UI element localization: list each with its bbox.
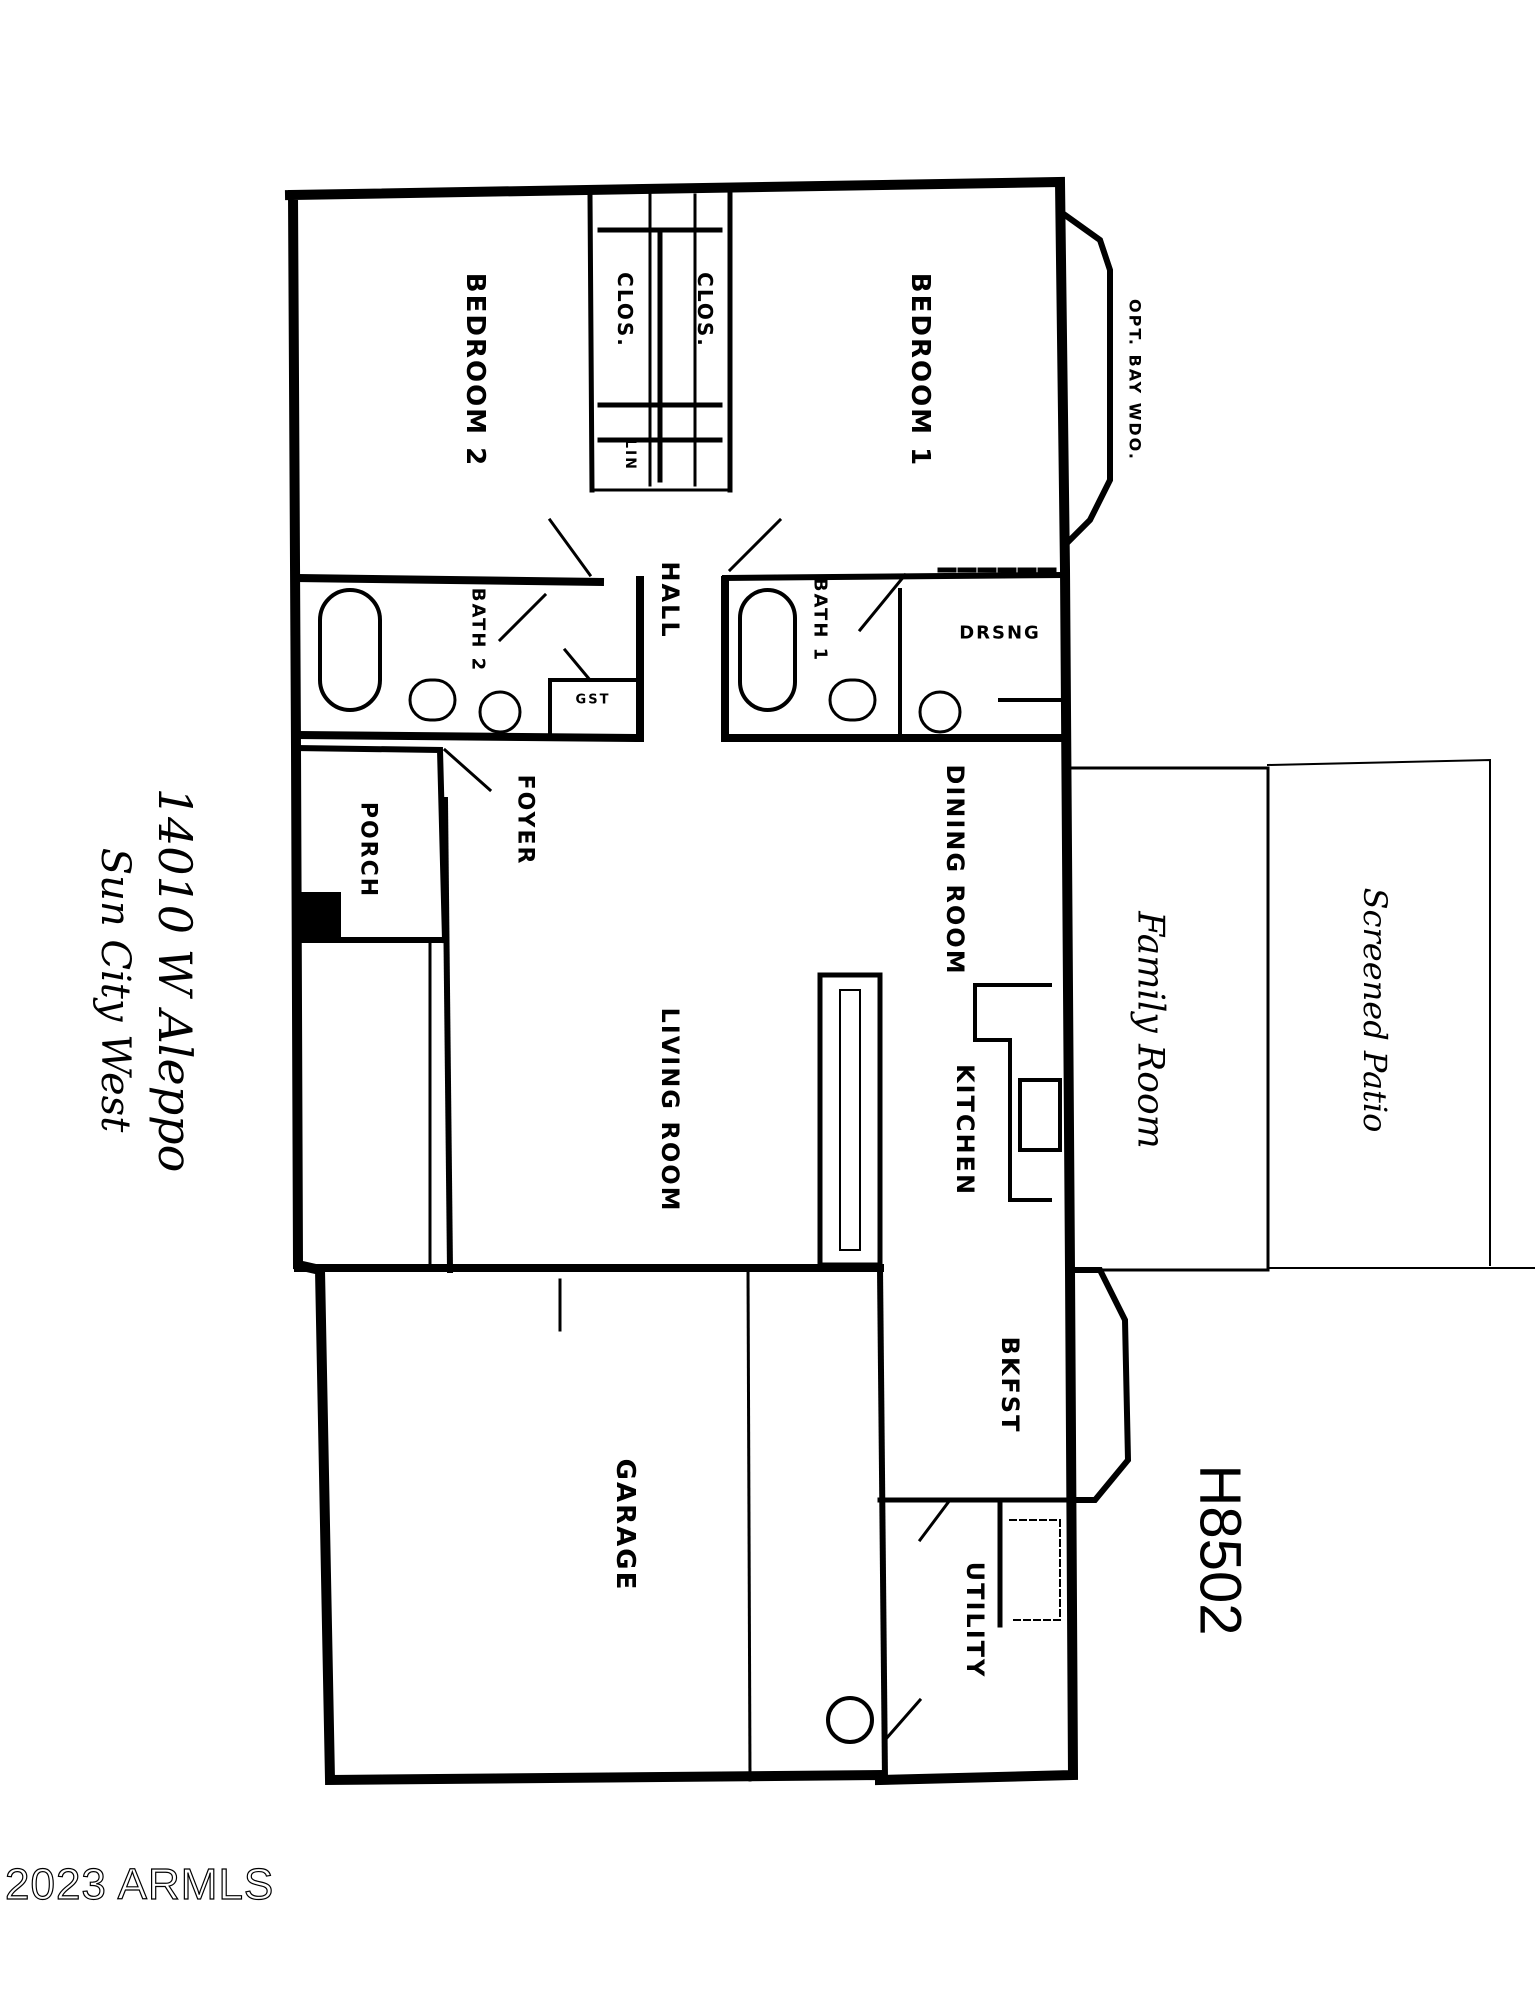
room-label-garage: GARAGE [610, 1458, 640, 1592]
room-label-living: LIVING ROOM [656, 1007, 684, 1213]
room-label-breakfast: BKFST [996, 1336, 1024, 1434]
room-label-dining: DINING ROOM [941, 764, 969, 976]
room-label-dressing: DRSNG [959, 622, 1041, 644]
room-label-bath1: BATH 1 [809, 577, 831, 663]
watermark: 2023 ARMLS [4, 1859, 275, 1909]
room-label-kitchen: KITCHEN [951, 1063, 979, 1197]
room-label-closet-1: CLOS. [613, 272, 637, 348]
room-label-bath2: BATH 2 [467, 587, 489, 673]
room-label-bay-window: OPT. BAY WDO. [1125, 299, 1145, 461]
handwritten-screened-patio: Screened Patio [1356, 887, 1394, 1133]
room-label-closet-2: CLOS. [693, 272, 717, 348]
room-label-bedroom1: BEDROOM 1 [905, 272, 935, 468]
room-label-hall: HALL [656, 561, 684, 639]
handwritten-family-room: Family Room [1129, 911, 1171, 1149]
outer-wall [284, 176, 1079, 1786]
room-label-guest-closet: GST [575, 692, 611, 708]
room-label-foyer: FOYER [512, 774, 538, 866]
room-label-utility: UTILITY [961, 1561, 989, 1679]
room-label-linen: LIN [622, 439, 638, 471]
room-label-porch: PORCH [355, 801, 381, 899]
plan-id: H8502 [1187, 1464, 1253, 1636]
handwritten-city: Sun City West [92, 847, 138, 1133]
room-label-bedroom2: BEDROOM 2 [460, 272, 490, 468]
handwritten-address: 14010 W Aleppo [148, 787, 202, 1173]
